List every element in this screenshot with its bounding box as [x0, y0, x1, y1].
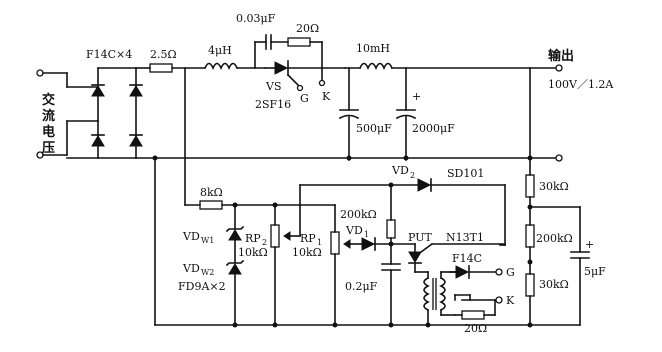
rp1-body — [330, 231, 340, 255]
diode-vd2-part: SD101 — [447, 167, 484, 180]
scr-name: VS — [265, 80, 281, 93]
capacitor-02uf-label: 0.2μF — [345, 280, 378, 293]
zener-diodes: VD W1 VD W2 FD9A×2 — [178, 204, 245, 326]
resistor-200k-right-label: 200kΩ — [536, 232, 573, 245]
scr-gate-label: G — [300, 92, 309, 105]
diode-vd2-triangle — [417, 178, 432, 192]
diode-vd2-sub: 2 — [410, 171, 415, 180]
resistor-200k-mid-body — [386, 219, 396, 239]
diode-f14c-label: F14C — [452, 252, 482, 265]
gate-terminal-g-label: G — [506, 266, 515, 279]
diode-vd1: VD 1 — [345, 224, 416, 251]
gate-drive-output: G F14C K 20Ω — [449, 252, 515, 335]
resistor-20-bottom-label: 20Ω — [464, 322, 487, 335]
diode-f14c — [455, 265, 470, 279]
scr-triangle — [274, 61, 289, 75]
zener-vdw2-sub: W2 — [201, 268, 214, 277]
resistor-30k-top-label: 30kΩ — [539, 180, 569, 193]
capacitor-2000uf: + 2000μF — [395, 67, 455, 161]
input-label-char-3: 电 — [42, 124, 55, 140]
scr-gate-terminal — [296, 84, 304, 92]
gate-terminal-k — [495, 296, 503, 304]
rp1-name: RP — [300, 232, 316, 245]
resistor-8k — [199, 200, 223, 210]
scr-part: 2SF16 — [255, 98, 291, 111]
capacitor-5uf-plus: + — [585, 238, 594, 251]
inductor-4uh-label: 4μH — [208, 44, 232, 57]
bridge-rectifier: F14C×4 — [86, 48, 143, 159]
resistor-200k-right — [525, 224, 535, 248]
capacitor-500uf: 500μF — [338, 67, 392, 161]
bridge-label: F14C×4 — [86, 48, 132, 61]
resistor-20-snubber-label: 20Ω — [296, 22, 319, 35]
scr-vs: VS 2SF16 G K — [255, 60, 346, 111]
put-triangle — [408, 251, 422, 263]
rp2-body — [270, 224, 280, 248]
gate-terminal-g — [495, 268, 503, 276]
zener-part: FD9A×2 — [178, 280, 226, 293]
resistor-30k-top — [525, 174, 535, 198]
bridge-diode-3 — [129, 85, 143, 97]
pulse-transformer — [423, 271, 456, 326]
gate-terminal-k-label: K — [506, 294, 515, 307]
rp2-name: RP — [245, 232, 261, 245]
input-label-char-1: 交 — [42, 92, 55, 108]
potentiometer-rp2: RP 2 10kΩ — [238, 204, 301, 326]
diode-vd1-name: VD — [345, 224, 363, 237]
resistor-200k-mid-label: 200kΩ — [340, 208, 377, 221]
output-title: 输出 — [548, 48, 574, 64]
inductor-4uh: 4μH — [203, 44, 239, 70]
scr-cathode-label: K — [322, 90, 331, 103]
zener-vdw2-name: VD — [182, 262, 200, 275]
resistor-200k-mid: 200kΩ — [340, 184, 396, 245]
zener-vdw1-name: VD — [182, 230, 200, 243]
resistor-30k-bottom-label: 30kΩ — [539, 278, 569, 291]
rp2-sub: 2 — [262, 238, 267, 247]
input-label-char-4: 压 — [42, 141, 55, 156]
bridge-diode-2 — [91, 135, 105, 147]
snubber: 0.03μF 20Ω — [236, 12, 323, 69]
capacitor-003-label: 0.03μF — [236, 12, 276, 25]
output-value: 100V／1.2A — [548, 78, 614, 91]
resistor-30k-bottom — [525, 273, 535, 297]
capacitor-02uf: 0.2μF — [345, 243, 401, 326]
capacitor-5uf-label: 5μF — [584, 265, 606, 278]
zener-vdw1 — [228, 229, 242, 241]
diode-vd2-name: VD — [391, 164, 409, 177]
rp1-sub: 1 — [317, 238, 322, 247]
output-terminal-positive — [555, 64, 563, 72]
capacitor-500uf-label: 500μF — [356, 122, 392, 135]
resistor-20-bottom — [461, 310, 485, 320]
diode-vd1-triangle — [361, 237, 376, 251]
diode-vd2: VD 2 SD101 — [299, 164, 506, 246]
diode-vd1-sub: 1 — [364, 230, 369, 239]
ac-input: 交 流 电 压 — [36, 69, 99, 159]
input-label-char-2: 流 — [42, 108, 55, 124]
capacitor-5uf: + 5μF — [570, 238, 606, 326]
scr-cathode-terminal — [318, 79, 326, 87]
bridge-diode-4 — [129, 135, 143, 147]
resistor-2r5-label: 2.5Ω — [150, 48, 177, 61]
put-label: PUT — [408, 231, 432, 244]
rp2-value: 10kΩ — [238, 246, 268, 259]
resistor-8k-label: 8kΩ — [200, 186, 223, 199]
inductor-10mh: 10mH — [356, 42, 394, 70]
resistor-20-snubber — [287, 37, 311, 47]
capacitor-2000uf-plus: + — [412, 90, 421, 103]
rp1-value: 10kΩ — [292, 246, 322, 259]
input-terminal-top — [36, 69, 44, 77]
potentiometer-rp1: RP 1 10kΩ — [292, 204, 351, 326]
put-part: N13T1 — [446, 231, 484, 244]
output-terminal-negative — [555, 154, 563, 162]
zener-vdw2 — [228, 263, 242, 275]
capacitor-2000uf-label: 2000μF — [412, 122, 455, 135]
put-n13t1: PUT N13T1 — [408, 231, 506, 273]
resistor-2r5 — [149, 63, 173, 73]
bridge-diode-1 — [91, 85, 105, 97]
zener-vdw1-sub: W1 — [201, 236, 214, 245]
inductor-10mh-label: 10mH — [356, 42, 390, 55]
